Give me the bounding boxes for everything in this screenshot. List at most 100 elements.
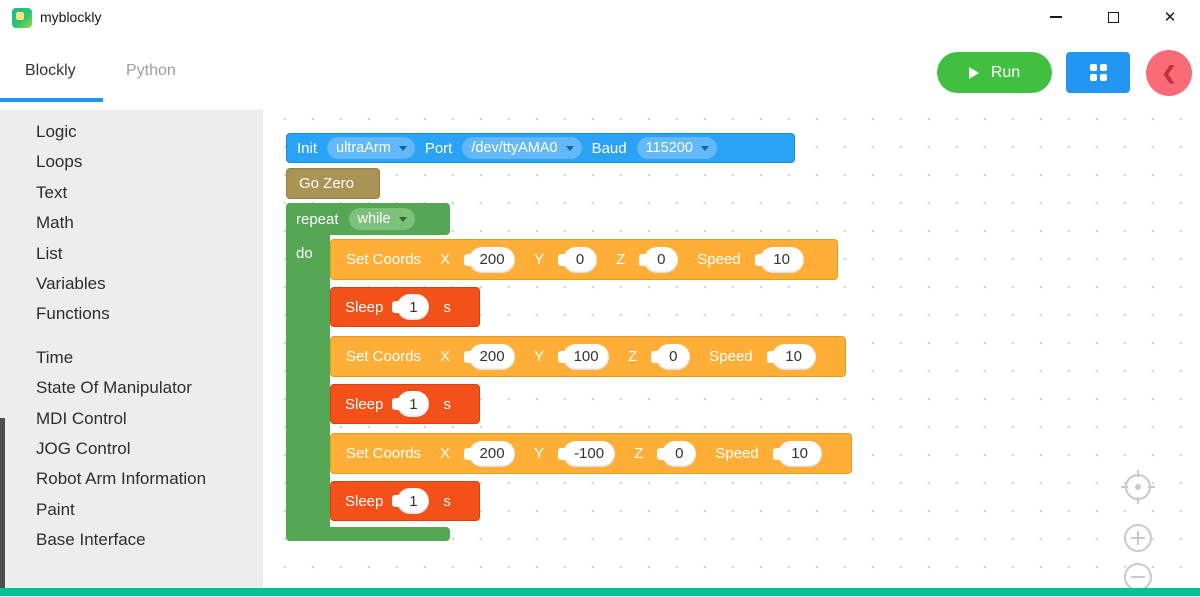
sleep-value-field[interactable]: 1 [392,294,430,320]
sleep-value-field[interactable]: 1 [392,488,430,514]
sleep-value-field[interactable]: 1 [392,391,430,417]
plus-icon [1124,524,1152,552]
repeat-label: repeat [296,210,339,228]
sidebar-item-math[interactable]: Math [36,213,74,233]
run-button-label: Run [990,63,1021,81]
x-label: X [440,348,451,365]
run-button[interactable]: Run [937,52,1052,93]
repeat-mode-dropdown[interactable]: while [348,208,415,230]
sidebar-item-logic[interactable]: Logic [36,122,77,141]
baud-dropdown-value: 115200 [645,140,693,156]
repeat-mode-value: while [357,211,391,227]
y-label: Y [534,445,545,462]
zoom-reset-button[interactable] [1118,467,1158,512]
repeat-block-spine[interactable] [286,203,330,541]
z-field[interactable]: 0 [639,246,679,273]
maximize-button[interactable] [1091,0,1135,34]
speed-field[interactable]: 10 [766,343,816,370]
dropdown-arrow-icon [398,216,407,222]
sleep-unit-label: s [443,298,451,316]
init-label: Init [297,139,318,157]
dropdown-arrow-icon [565,145,574,151]
set-coords-label: Set Coords [346,348,422,365]
maximize-icon [1107,11,1119,23]
y-label: Y [534,251,545,268]
init-block[interactable]: Init ultraArm Port /dev/ttyAMA0 Baud 115… [286,133,795,163]
toolbox-sidebar: Logic Loops Text Math List Variables Fun… [0,110,263,588]
z-label: Z [628,348,638,365]
set-coords-label: Set Coords [346,251,422,268]
do-label: do [296,245,313,262]
y-label: Y [534,348,545,365]
sleep-label: Sleep [345,492,384,510]
sleep-label: Sleep [345,298,384,316]
y-field[interactable]: 0 [558,246,598,273]
z-field[interactable]: 0 [651,343,691,370]
z-field[interactable]: 0 [657,440,697,467]
sleep-block[interactable]: Sleep 1 s [330,384,480,424]
x-field[interactable]: 200 [464,246,516,273]
blockly-workspace[interactable]: Init ultraArm Port /dev/ttyAMA0 Baud 115… [263,110,1200,591]
port-dropdown-value: /dev/ttyAMA0 [471,140,558,156]
speed-field[interactable]: 10 [772,440,822,467]
tab-blockly[interactable]: Blockly [25,62,76,79]
repeat-block-foot[interactable] [286,527,450,541]
y-field[interactable]: 100 [558,343,610,370]
sidebar-item-state-of-manipulator[interactable]: State Of Manipulator [36,378,192,398]
sidebar-item-jog-control[interactable]: JOG Control [36,438,131,458]
speed-field[interactable]: 10 [754,246,804,273]
sidebar-item-variables[interactable]: Variables [36,273,106,293]
window-title: myblockly [40,9,102,25]
x-field[interactable]: 200 [464,440,516,467]
chevron-left-icon: ❮ [1161,62,1177,83]
sleep-unit-label: s [443,395,451,413]
sidebar-item-loops[interactable]: Loops [36,152,83,172]
minimize-button[interactable] [1034,0,1078,34]
sidebar-item-mdi-control[interactable]: MDI Control [36,408,127,428]
set-coords-block[interactable]: Set Coords X 200 Y 100 Z 0 Speed 10 [330,336,846,377]
blocks-panel-button[interactable] [1066,52,1130,93]
sleep-block[interactable]: Sleep 1 s [330,287,480,327]
sidebar-group-divider [0,330,263,343]
y-field[interactable]: -100 [558,440,616,467]
set-coords-block[interactable]: Set Coords X 200 Y -100 Z 0 Speed 10 [330,433,852,474]
sidebar-item-list[interactable]: List [36,243,63,263]
speed-label: Speed [715,445,759,462]
grid-icon [1089,64,1107,81]
dropdown-arrow-icon [398,145,407,151]
zoom-in-button[interactable] [1123,523,1153,558]
z-label: Z [634,445,644,462]
back-button[interactable]: ❮ [1146,50,1192,96]
status-bar [0,588,1200,596]
app-logo-icon [12,8,32,28]
crosshair-icon [1121,470,1155,504]
x-field[interactable]: 200 [464,343,516,370]
dropdown-arrow-icon [700,145,709,151]
close-icon: ✕ [1163,9,1177,26]
baud-dropdown[interactable]: 115200 [636,137,717,159]
sidebar-item-functions[interactable]: Functions [36,304,110,324]
close-button[interactable]: ✕ [1148,0,1192,34]
header: Blockly Python Run ❮ [0,36,1200,110]
baud-label: Baud [591,139,627,157]
device-dropdown[interactable]: ultraArm [327,137,415,159]
repeat-block-header[interactable]: repeat while [286,203,450,235]
sidebar-item-paint[interactable]: Paint [36,499,75,519]
sidebar-item-robot-arm-information[interactable]: Robot Arm Information [36,469,207,489]
sleep-label: Sleep [345,395,384,413]
z-label: Z [616,251,626,268]
sidebar-item-base-interface[interactable]: Base Interface [36,530,146,550]
x-label: X [440,251,451,268]
sidebar-item-text[interactable]: Text [36,182,68,202]
sleep-block[interactable]: Sleep 1 s [330,481,480,521]
go-zero-label: Go Zero [299,175,355,192]
go-zero-block[interactable]: Go Zero [286,168,380,199]
sidebar-item-time[interactable]: Time [36,347,74,367]
tab-python[interactable]: Python [126,62,176,79]
set-coords-block[interactable]: Set Coords X 200 Y 0 Z 0 Speed 10 [330,239,838,280]
device-dropdown-value: ultraArm [336,140,391,156]
play-icon [968,66,979,79]
speed-label: Speed [709,348,753,365]
port-dropdown[interactable]: /dev/ttyAMA0 [462,137,582,159]
sidebar-scrollbar[interactable] [0,418,5,596]
